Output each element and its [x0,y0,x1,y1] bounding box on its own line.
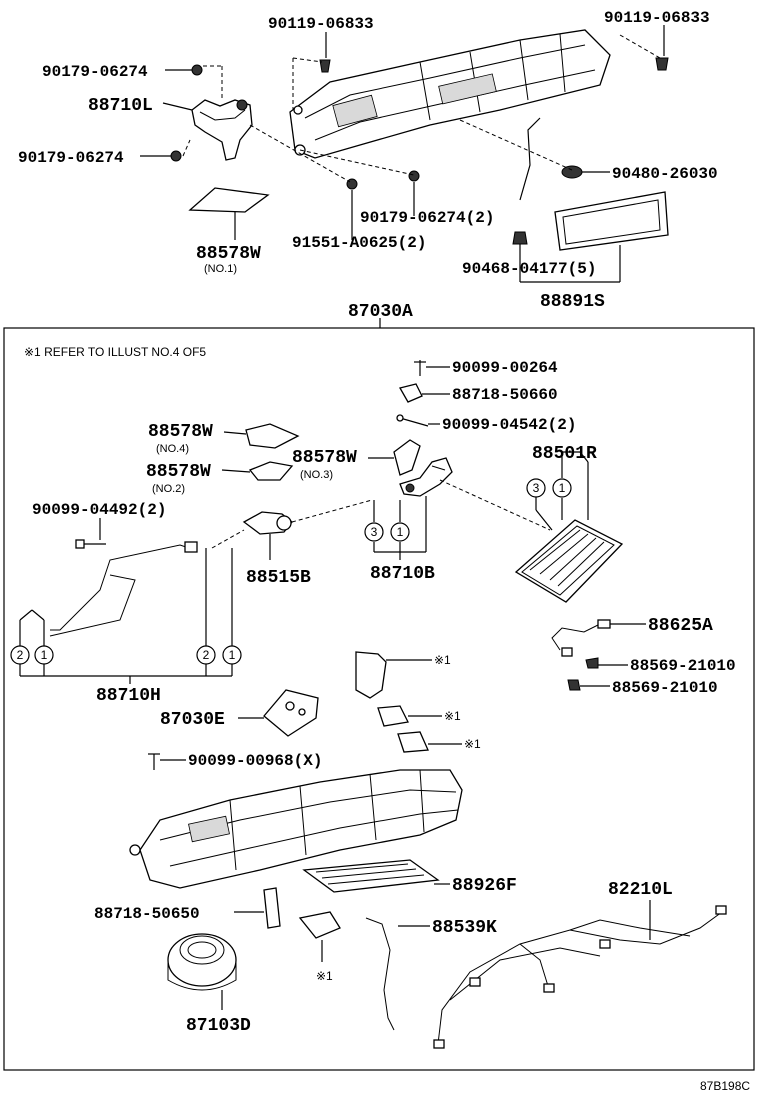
filter-88926F-drawing [302,859,440,893]
dash-valve-to-evaporator [439,479,551,531]
label-88625A: 88625A [648,616,713,636]
label-88578W-no3: 88578W [292,448,357,468]
circle-1-left: 1 [41,648,48,662]
leader-lines-top [140,25,665,328]
insulator-88578W-no4-drawing [245,423,300,449]
label-88578W-no2-sub: (NO.2) [152,483,185,495]
label-88710L: 88710L [88,96,153,116]
label-90099-04492: 90099-04492(2) [32,501,166,519]
assembly-87030A-box [3,327,755,1071]
callout-88501R: 3 1 [526,451,589,531]
screw-90099-00968-drawing [148,753,160,770]
insulator-88578W-no1-drawing [188,187,270,213]
figure-code: 87B198C [700,1079,750,1093]
valve-88710B-drawing [399,457,453,497]
label-90099-00968: 90099-00968(X) [188,752,322,770]
label-88515B: 88515B [246,568,311,588]
label-90179-06274-top: 90179-06274 [42,63,148,81]
label-88578W-no3-sub: (NO.3) [300,469,333,481]
label-88578W-no2: 88578W [146,462,211,482]
label-90099-00264: 90099-00264 [452,359,558,377]
fasteners-top [170,57,669,245]
label-88578W-no1-sub: (NO.1) [204,263,237,275]
wire-harness-82210L-drawing [433,905,727,1049]
bolt-90099-04492-drawing [75,539,106,549]
expansion-valve-88710L-drawing [191,99,253,161]
circle-2-left: 2 [17,648,24,662]
label-88891S: 88891S [540,292,605,312]
label-90099-04542: 90099-04542(2) [442,416,576,434]
insulator-88578W-no2-drawing [248,461,294,481]
label-90468-04177: 90468-04177(5) [462,260,596,278]
evaporator-88501R-drawing [514,519,624,603]
label-ref1-b: ※1 [444,709,461,723]
label-87103D: 87103D [186,1016,251,1036]
label-87030E: 87030E [160,710,225,730]
label-88578W-no4: 88578W [148,422,213,442]
circle-2-right: 2 [203,648,210,662]
label-88578W-no1: 88578W [196,244,261,264]
label-90480-26030: 90480-26030 [612,165,718,183]
circle-3-88710B: 3 [371,525,378,539]
callout-88710B: 3 1 [364,496,427,560]
dash-88515B [291,499,373,523]
label-87030A: 87030A [348,302,413,322]
fasteners-upper-right [396,360,429,427]
insulator-88578W-no3-drawing [393,439,421,476]
label-90119-06833-left: 90119-06833 [268,15,374,33]
hvac-unit-lower-drawing [129,769,463,889]
hose-88539K-drawing [365,917,395,1031]
ref-part-lower-drawing [298,911,341,939]
circle-1-88501R: 1 [559,481,566,495]
label-88710H: 88710H [96,686,161,706]
label-88718-50650: 88718-50650 [94,905,200,923]
label-88578W-no4-sub: (NO.4) [156,443,189,455]
label-88569-21010-a: 88569-21010 [630,657,736,675]
label-90179-06274-bottom: 90179-06274 [18,149,124,167]
label-88718-50660: 88718-50660 [452,386,558,404]
label-88926F: 88926F [452,876,517,896]
callout-88710H: 2 1 2 1 [10,548,242,684]
label-ref1-c: ※1 [464,737,481,751]
refer-note: ※1 REFER TO ILLUST NO.4 OF5 [24,345,206,359]
pipes-88710H-drawing [49,541,198,637]
bracket-88718-50650-drawing [263,887,281,929]
label-82210L: 82210L [608,880,673,900]
label-ref1-d: ※1 [316,969,333,983]
circle-1-right: 1 [229,648,236,662]
filter-frame-88891S-drawing [554,191,669,251]
label-ref1-a: ※1 [434,653,451,667]
label-90119-06833-right: 90119-06833 [604,9,710,27]
drain-pipe-drawing [519,117,541,201]
label-91551-A0625: 91551-A0625(2) [292,234,426,252]
label-90179-06274-2: 90179-06274(2) [360,209,494,227]
circle-1-88710B: 1 [397,525,404,539]
ref-parts-middle [355,651,429,753]
circle-3-88501R: 3 [533,481,540,495]
sensor-88625A-drawing [551,619,611,691]
hvac-unit-top-drawing [289,29,611,159]
dash-88515B-left [211,529,245,549]
sensor-88515B-drawing [242,511,293,535]
label-88710B: 88710B [370,564,435,584]
label-88539K: 88539K [432,918,497,938]
leader-lines-upper-right [422,366,450,425]
label-88501R: 88501R [532,444,597,464]
bracket-87030E-drawing [263,689,319,737]
label-88569-21010-b: 88569-21010 [612,679,718,697]
blower-motor-87103D-drawing [167,933,237,991]
